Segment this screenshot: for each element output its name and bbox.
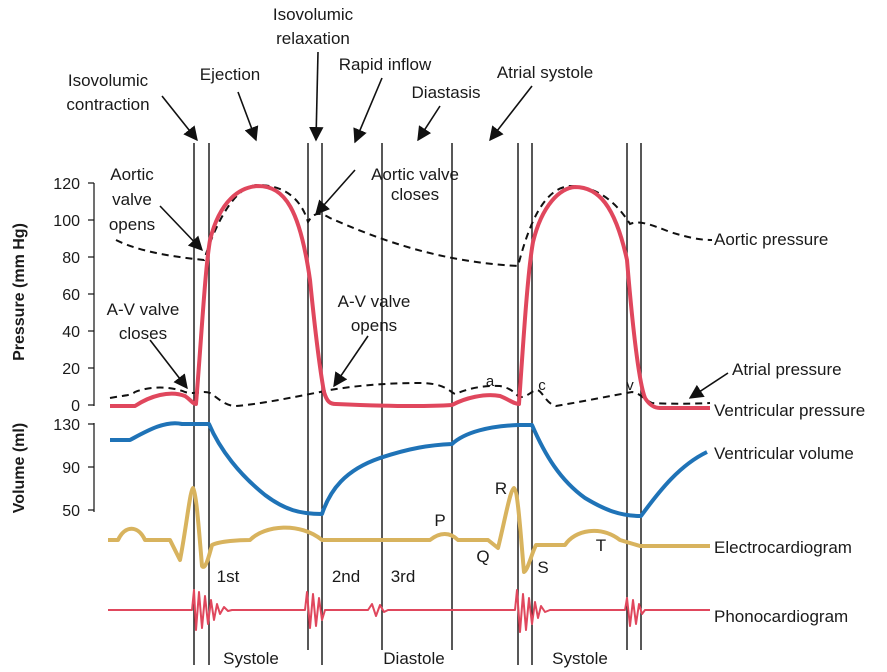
diastasis-label: Diastasis <box>412 83 481 102</box>
ventricular-pressure-label: Ventricular pressure <box>714 401 865 420</box>
event-labels: Aortic valve opens Aortic valve closes A… <box>107 165 459 343</box>
pressure-axis-title: Pressure (mm Hg) <box>11 223 28 361</box>
pressure-tick-label: 60 <box>62 287 80 304</box>
aortic-valve-opens-label: Aortic <box>110 165 154 184</box>
phonocardiogram-label: Phonocardiogram <box>714 607 848 626</box>
a-wave-label: a <box>486 373 495 390</box>
isovolumic-contraction-label: contraction <box>66 95 149 114</box>
pressure-tick-label: 80 <box>62 250 80 267</box>
isovolumic-relaxation-label: Isovolumic <box>273 5 354 24</box>
av-valve-closes-label: A-V valve <box>107 300 180 319</box>
ejection-label: Ejection <box>200 65 260 84</box>
aortic-pressure-label: Aortic pressure <box>714 230 828 249</box>
atrial-pressure-label: Atrial pressure <box>732 360 842 379</box>
phase-lines <box>193 143 642 665</box>
arrow <box>237 91 259 142</box>
ventricular-pressure-curve <box>110 184 710 410</box>
rapid-inflow-label: Rapid inflow <box>339 55 432 74</box>
ventricular-volume-label: Ventricular volume <box>714 444 854 463</box>
phonocardiogram-trace <box>108 589 710 633</box>
trace-labels: Aortic pressure Atrial pressure Ventricu… <box>714 230 865 626</box>
v-wave-label: v <box>626 377 634 394</box>
annotation-arrows <box>149 51 729 399</box>
arrow <box>489 85 533 142</box>
isovolumic-contraction-label: Isovolumic <box>68 71 149 90</box>
aortic-valve-closes-label: closes <box>391 185 439 204</box>
pressure-tick-labels: 120 100 80 60 40 20 0 <box>53 176 80 415</box>
pressure-tick-label: 100 <box>53 213 80 230</box>
pressure-tick-label: 0 <box>71 398 80 415</box>
systole-label: Systole <box>223 649 279 668</box>
pressure-axis <box>88 182 95 406</box>
systole-label: Systole <box>552 649 608 668</box>
arrow <box>315 169 356 216</box>
wave-letters: a c v P Q R S T <box>434 373 634 577</box>
cycle-labels: Systole Diastole Systole <box>223 649 608 668</box>
av-valve-closes-label: closes <box>119 324 167 343</box>
c-wave-label: c <box>538 377 546 394</box>
atrial-systole-label: Atrial systole <box>497 63 593 82</box>
q-wave-label: Q <box>476 547 489 566</box>
phase-labels: Isovolumic contraction Ejection Isovolum… <box>66 5 593 114</box>
p-wave-label: P <box>434 511 445 530</box>
first-sound-label: 1st <box>217 567 240 586</box>
t-wave-label: T <box>596 536 606 555</box>
arrow <box>353 77 383 144</box>
volume-tick-labels: 130 90 50 <box>53 417 80 520</box>
volume-axis <box>88 423 95 512</box>
aortic-pressure-curve <box>115 183 713 268</box>
pressure-tick-label: 20 <box>62 361 80 378</box>
arrow <box>161 95 198 142</box>
arrow <box>309 51 324 142</box>
s-wave-label: S <box>537 558 548 577</box>
electrocardiogram-label: Electrocardiogram <box>714 538 852 557</box>
ventricular-volume-curve <box>110 421 708 518</box>
volume-tick-label: 90 <box>62 460 80 477</box>
volume-tick-label: 50 <box>62 503 80 520</box>
aortic-valve-closes-label: Aortic valve <box>371 165 459 184</box>
arrow <box>333 335 369 388</box>
volume-tick-label: 130 <box>53 417 80 434</box>
atrial-pressure-curve <box>109 381 711 408</box>
diastole-label: Diastole <box>383 649 444 668</box>
aortic-valve-opens-label: valve <box>112 190 152 209</box>
pressure-tick-label: 120 <box>53 176 80 193</box>
second-sound-label: 2nd <box>332 567 360 586</box>
electrocardiogram-curve <box>108 486 710 574</box>
arrow <box>149 339 188 390</box>
arrow <box>417 105 441 142</box>
r-wave-label: R <box>495 479 507 498</box>
av-valve-opens-label: A-V valve <box>338 292 411 311</box>
heart-sound-labels: 1st 2nd 3rd <box>217 567 416 586</box>
pressure-tick-label: 40 <box>62 324 80 341</box>
isovolumic-relaxation-label: relaxation <box>276 29 350 48</box>
third-sound-label: 3rd <box>391 567 416 586</box>
volume-axis-title: Volume (ml) <box>11 423 28 513</box>
arrow <box>688 372 729 399</box>
aortic-valve-opens-label: opens <box>109 215 155 234</box>
av-valve-opens-label: opens <box>351 316 397 335</box>
arrow <box>159 205 203 252</box>
